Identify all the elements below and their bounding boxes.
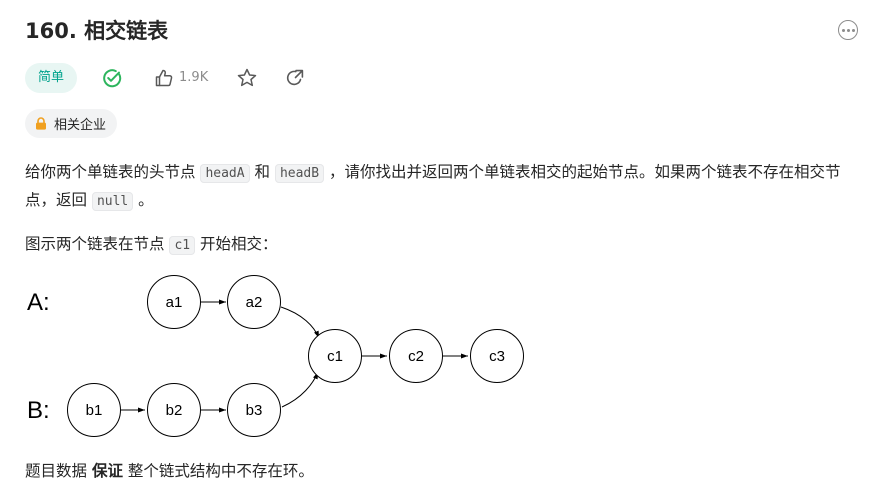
- difficulty-badge: 简单: [25, 62, 78, 93]
- description-text: 开始相交：: [195, 235, 278, 253]
- like-count: 1.9K: [179, 70, 209, 85]
- star-icon[interactable]: [236, 67, 258, 89]
- node-b3-label: b3: [246, 402, 263, 419]
- node-b2-label: b2: [166, 402, 183, 419]
- description-text: 图示两个链表在节点: [25, 235, 170, 253]
- node-c3-label: c3: [489, 348, 505, 365]
- node-b1-circle: [67, 383, 121, 437]
- list-b-label: B:: [27, 397, 50, 424]
- node-a2-label: a2: [246, 294, 263, 311]
- node-a1-circle: [147, 275, 201, 329]
- inline-code-headB: headB: [274, 164, 325, 183]
- inline-code-null: null: [91, 192, 134, 211]
- node-a1-label: a1: [166, 294, 183, 311]
- related-companies-tag[interactable]: 相关企业: [25, 109, 118, 138]
- list-a-label: A:: [27, 289, 50, 316]
- more-options-icon[interactable]: [838, 20, 858, 40]
- share-icon[interactable]: [285, 68, 305, 88]
- description-text: 给你两个单链表的头节点: [25, 163, 201, 181]
- description-text: 和: [249, 163, 275, 181]
- linked-list-diagram: A: B: a1 a2 b1 b2 b3 c1 c2 c3: [27, 275, 524, 437]
- description-text: 。: [133, 191, 154, 209]
- like-button[interactable]: 1.9K: [154, 68, 208, 88]
- node-b3-circle: [227, 383, 281, 437]
- description-text: ，请你找出并返回两个单链表相交的起始节点。如果两个链表不存在相交节点，返回: [25, 163, 841, 209]
- thumbs-up-icon: [154, 68, 174, 88]
- node-c3-circle: [470, 329, 524, 383]
- problem-title: 160. 相交链表: [25, 19, 169, 43]
- problem-meta-row: 简单 1.9K: [25, 62, 305, 93]
- node-c1-label: c1: [327, 348, 343, 365]
- node-c1-circle: [308, 329, 362, 383]
- emphasis-guarantee: 保证: [91, 462, 123, 480]
- description-paragraph-1: 给你两个单链表的头节点 headA 和 headB ，请你找出并返回两个单链表相…: [25, 159, 860, 215]
- node-c2-circle: [389, 329, 443, 383]
- edge-a2-c1: [280, 306, 320, 339]
- description-text: 题目数据: [25, 462, 92, 480]
- inline-code-c1: c1: [169, 236, 196, 255]
- solved-check-icon: [102, 68, 122, 88]
- node-a2-circle: [227, 275, 281, 329]
- node-b1-label: b1: [86, 402, 103, 419]
- edge-b3-c1: [281, 371, 319, 408]
- node-b2-circle: [147, 383, 201, 437]
- lock-icon: [35, 117, 47, 130]
- description-paragraph-2: 图示两个链表在节点 c1 开始相交：: [25, 231, 278, 259]
- related-companies-label: 相关企业: [54, 118, 107, 133]
- inline-code-headA: headA: [200, 164, 250, 183]
- description-paragraph-3: 题目数据 保证 整个链式结构中不存在环。: [25, 458, 314, 485]
- node-c2-label: c2: [408, 348, 424, 365]
- description-text: 整个链式结构中不存在环。: [122, 462, 314, 480]
